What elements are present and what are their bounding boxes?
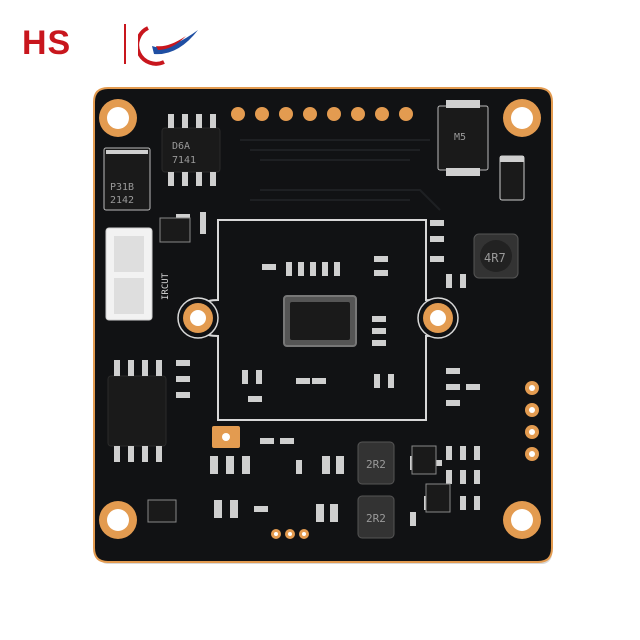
square-test-pad-dot bbox=[222, 433, 230, 441]
inductor-mid-bottom-mark: 2R2 bbox=[366, 512, 386, 525]
mounting-hole bbox=[503, 99, 541, 137]
passive-components bbox=[176, 212, 480, 526]
top-left-ic-mark-2: 7141 bbox=[172, 155, 196, 166]
mounting-hole bbox=[99, 99, 137, 137]
top-left-ic: D6A 7141 bbox=[161, 114, 221, 186]
brand-logo: HS bbox=[22, 20, 212, 70]
bottom-left-ic bbox=[107, 360, 167, 462]
ircut-connector: IRCUT bbox=[105, 227, 171, 321]
left-diode-mark-2: 2142 bbox=[110, 195, 134, 206]
left-diode-mark-1: P31B bbox=[110, 182, 134, 193]
small-diode-right bbox=[499, 155, 525, 201]
ircut-label: IRCUT bbox=[161, 272, 171, 300]
pcb-traces bbox=[240, 139, 441, 211]
image-sensor-chip bbox=[283, 295, 357, 347]
top-pad-row bbox=[231, 107, 413, 121]
inductor-mid-top: 2R2 bbox=[357, 441, 395, 485]
logo-divider bbox=[124, 24, 126, 64]
inductor-right: 4R7 bbox=[473, 233, 519, 279]
bottom-pad-row bbox=[271, 529, 309, 539]
mounting-hole bbox=[503, 501, 541, 539]
inductor-mid-bottom: 2R2 bbox=[357, 495, 395, 539]
lens-hole-left bbox=[177, 297, 219, 339]
mounting-hole bbox=[99, 501, 137, 539]
top-right-diode-mark: M5 bbox=[454, 132, 466, 143]
transistors bbox=[147, 217, 451, 523]
left-diode: P31B 2142 bbox=[103, 147, 151, 211]
swoosh-icon bbox=[138, 26, 198, 66]
inductor-mid-top-mark: 2R2 bbox=[366, 458, 386, 471]
lens-hole-right bbox=[417, 297, 459, 339]
top-right-diode: M5 bbox=[437, 100, 489, 176]
inductor-right-mark: 4R7 bbox=[484, 251, 506, 265]
brand-logo-text: HS bbox=[22, 24, 72, 62]
top-left-ic-mark-1: D6A bbox=[172, 141, 190, 152]
right-pad-column bbox=[525, 381, 539, 461]
